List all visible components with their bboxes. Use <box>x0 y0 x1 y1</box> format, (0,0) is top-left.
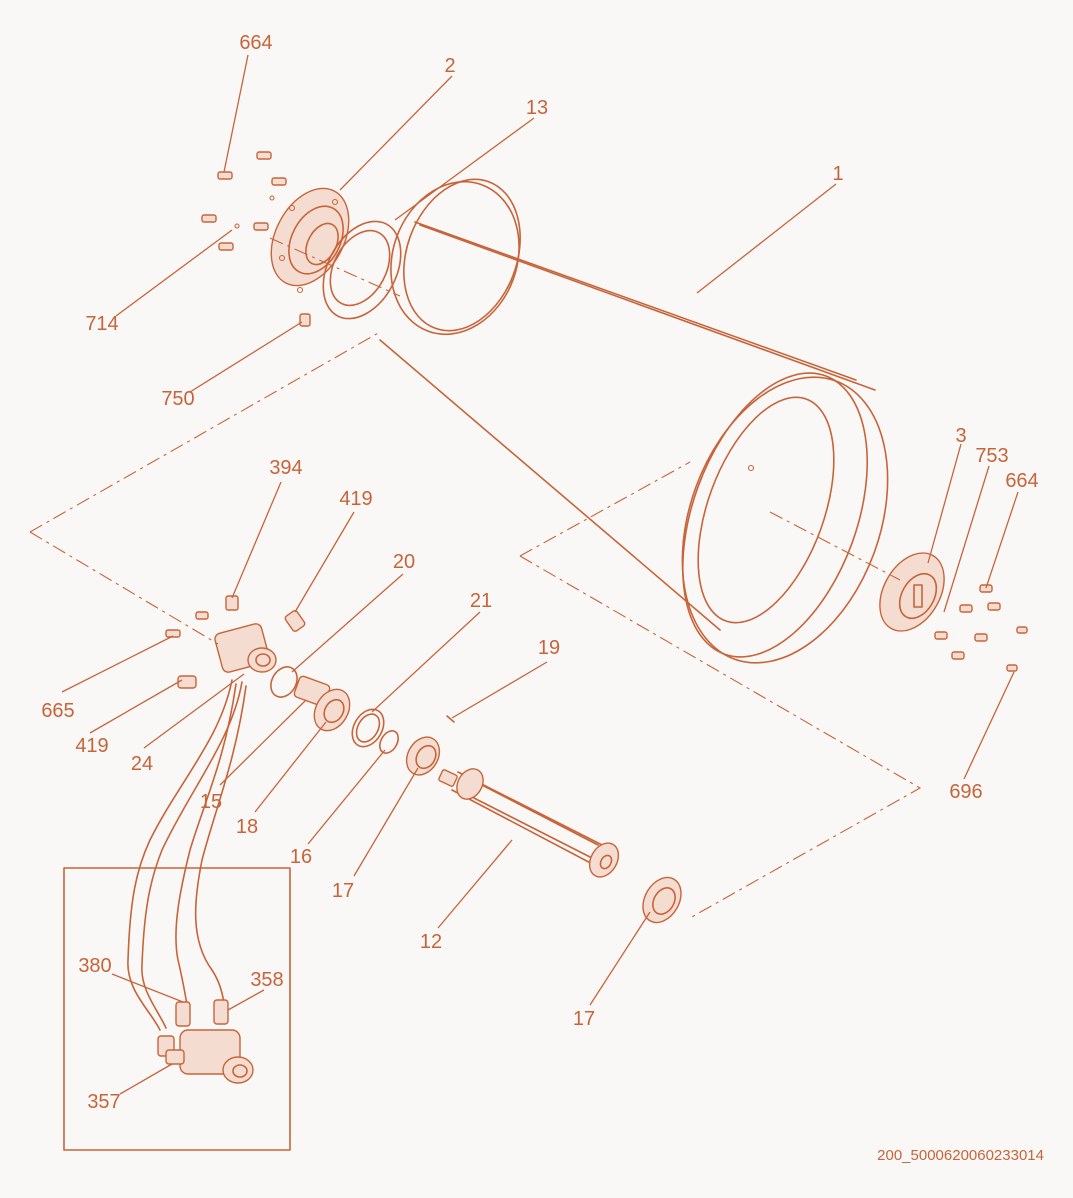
callout-21: 21 <box>470 590 492 612</box>
drum-part-1 <box>379 178 889 664</box>
bearing-part-17-a <box>405 736 441 776</box>
shaft-part-12 <box>438 768 620 878</box>
callout-15: 15 <box>200 791 222 813</box>
callout-394: 394 <box>269 457 302 479</box>
flange-part-2 <box>270 187 350 294</box>
o-ring-part-20 <box>270 666 298 698</box>
callout-3: 3 <box>955 425 966 447</box>
callout-18: 18 <box>236 816 258 838</box>
flange-part-3 <box>879 552 1028 672</box>
callout-714: 714 <box>85 313 118 335</box>
callout-664-top: 664 <box>239 32 272 54</box>
callout-1: 1 <box>832 163 843 185</box>
callout-753: 753 <box>975 445 1008 467</box>
inset-frame <box>63 867 291 1151</box>
bearing-part-17-b <box>642 876 682 924</box>
bolts-top-left <box>201 151 311 327</box>
callout-380: 380 <box>78 955 111 977</box>
pin-part-19 <box>446 715 455 723</box>
ring-part-16 <box>379 730 399 754</box>
callout-13: 13 <box>526 97 548 119</box>
callout-750: 750 <box>161 388 194 410</box>
callout-17-lower: 17 <box>573 1008 595 1030</box>
callout-664-right: 664 <box>1005 470 1038 492</box>
hoses <box>127 679 247 1031</box>
assembly-lines <box>29 237 922 919</box>
callout-24: 24 <box>131 753 153 775</box>
callout-labels: 664 2 13 1 714 750 394 419 20 21 19 3 75… <box>41 32 1038 1113</box>
leader-lines <box>61 54 1019 1095</box>
motor-part-24 <box>165 595 306 689</box>
drawing-code: 200_5000620060233014 <box>877 1147 1044 1164</box>
inset-motor <box>157 999 254 1084</box>
callout-665: 665 <box>41 700 74 722</box>
callout-696: 696 <box>949 781 982 803</box>
callout-2: 2 <box>444 55 455 77</box>
callout-12: 12 <box>420 931 442 953</box>
gasket-part-13 <box>322 220 402 320</box>
ring-part-21 <box>351 708 385 748</box>
callout-20: 20 <box>393 551 415 573</box>
callout-357: 357 <box>87 1091 120 1113</box>
callout-16: 16 <box>290 846 312 868</box>
callout-19: 19 <box>538 637 560 659</box>
callout-419-left: 419 <box>75 735 108 757</box>
callout-358: 358 <box>250 969 283 991</box>
callout-17-upper: 17 <box>332 880 354 902</box>
callout-419-top: 419 <box>339 488 372 510</box>
